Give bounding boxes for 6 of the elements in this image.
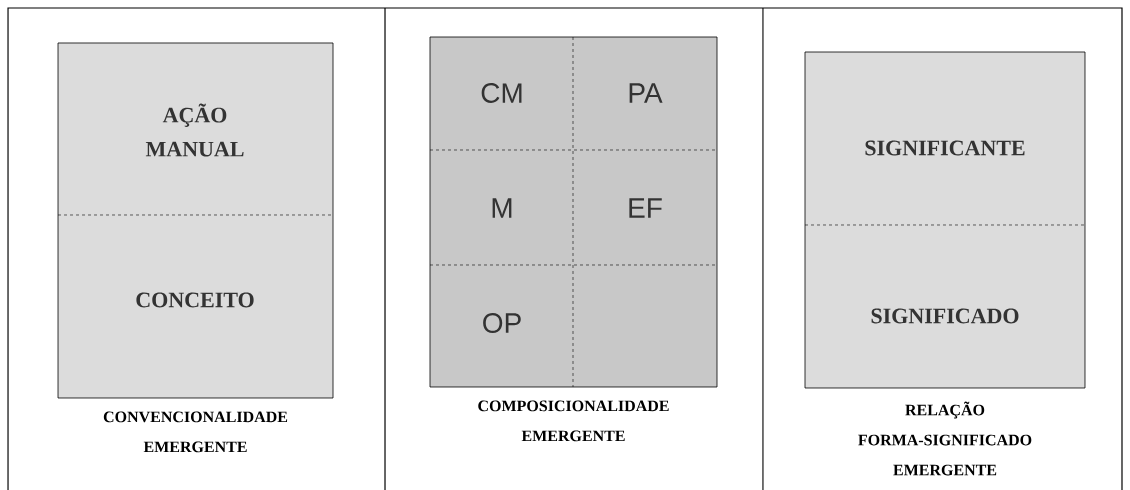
panel-box: CM PA M EF OP (429, 36, 718, 388)
panel-box: AÇÃO MANUAL CONCEITO (57, 42, 334, 399)
panel-label: RELAÇÃO FORMA-SIGNIFICADO EMERGENTE (858, 401, 1032, 476)
panel-label: COMPOSICIONALIDADE EMERGENTE (478, 400, 669, 442)
panel-box: SIGNIFICANTE SIGNIFICADO (804, 51, 1086, 389)
panel-label: CONVENCIONALIDADE EMERGENTE (103, 411, 288, 453)
